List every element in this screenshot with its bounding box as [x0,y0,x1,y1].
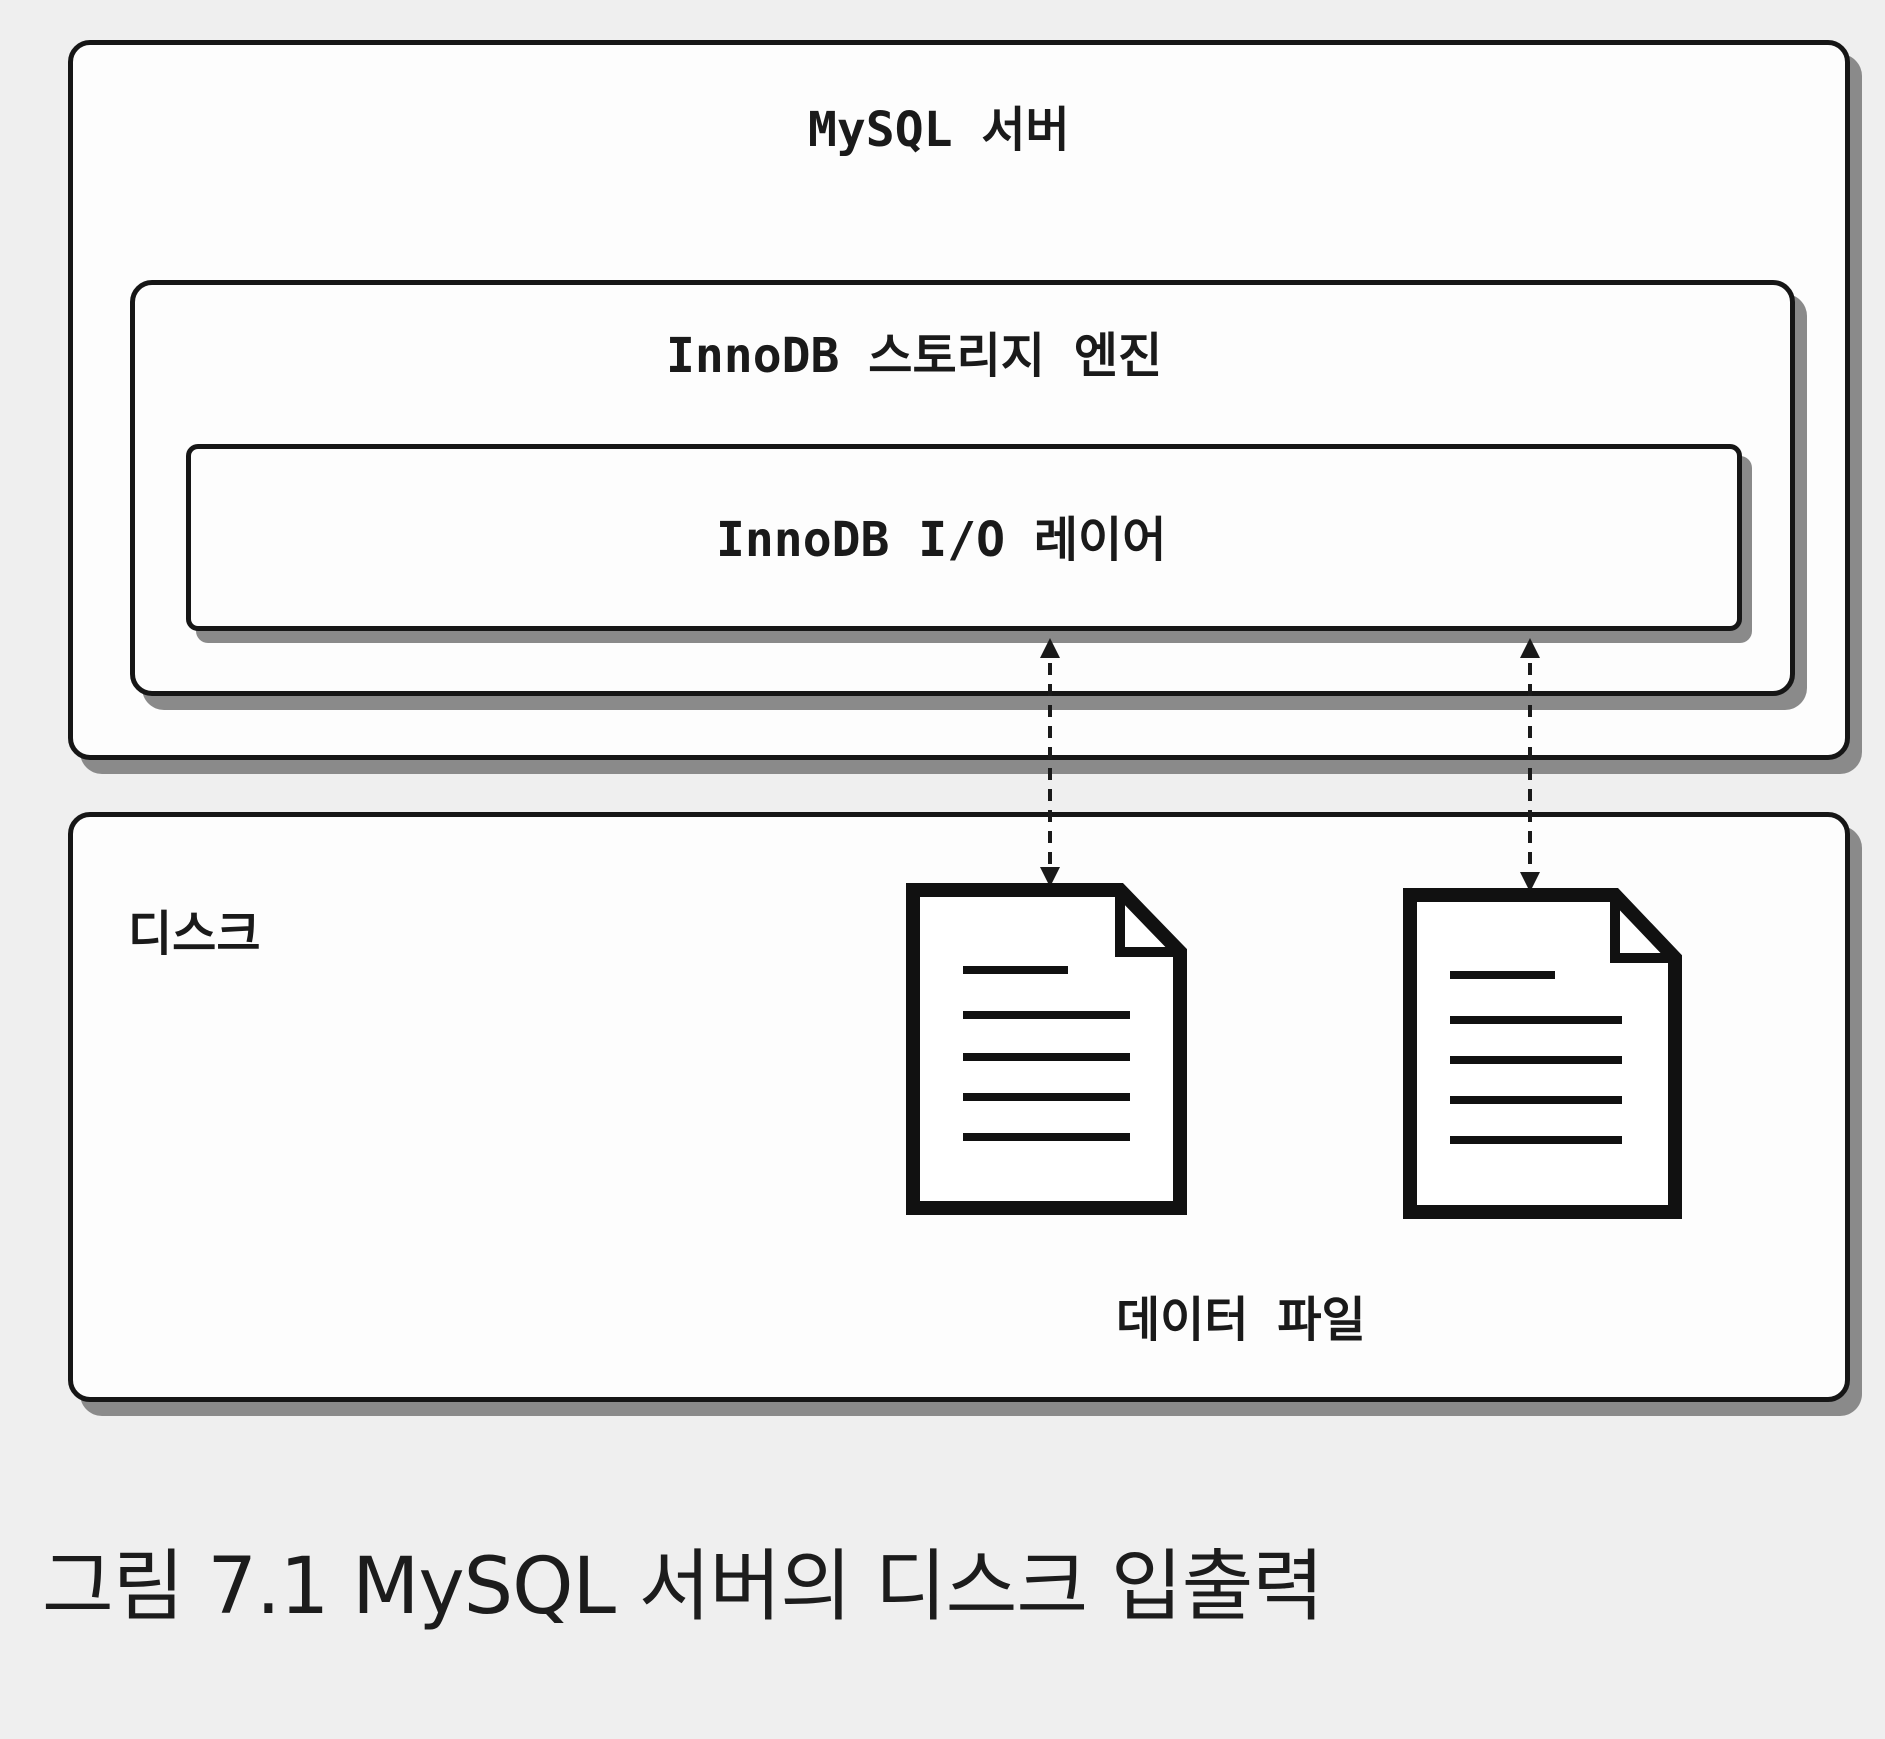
innodb-storage-engine-label: InnoDB 스토리지 엔진 [666,328,1163,384]
data-file-label: 데이터 파일 [1116,1292,1366,1348]
mysql-server-label: MySQL 서버 [808,102,1070,158]
disk-label: 디스크 [128,906,261,962]
innodb-io-layer-box [186,444,1742,631]
data-file-icon-2 [1403,888,1682,1219]
figure-caption: 그림 7.1 MySQL 서버의 디스크 입출력 [42,1542,1324,1632]
innodb-io-layer-label: InnoDB I/O 레이어 [716,512,1167,568]
data-file-icon-1 [906,883,1187,1215]
